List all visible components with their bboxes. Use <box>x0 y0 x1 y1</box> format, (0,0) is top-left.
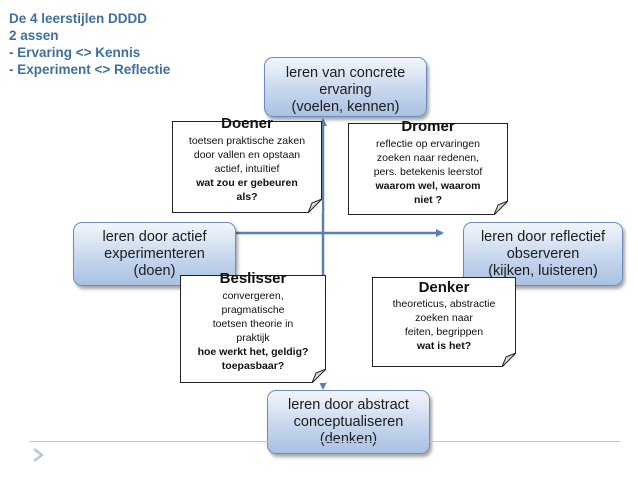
pole-text: (kijken, luisteren) <box>488 263 598 279</box>
title-line: - Experiment <> Reflectie <box>9 62 171 77</box>
footer-arrow-icon[interactable] <box>32 448 44 462</box>
note-heading: Doener <box>221 115 273 132</box>
pole-text: (denken) <box>319 431 378 447</box>
note-line: toetsen praktische zaken <box>188 135 306 147</box>
pole-text: leren door abstract <box>288 397 409 413</box>
pole-text: leren door actief <box>102 229 207 245</box>
title-line: - Ervaring <> Kennis <box>9 45 141 60</box>
note-line: toetsen theorie in <box>212 318 294 330</box>
pole-text: leren van concrete <box>285 65 406 81</box>
note-heading: Denker <box>418 279 470 296</box>
note-denker: Denker theoreticus, abstractie zoeken na… <box>372 277 516 367</box>
note-bold-line: toepasbaar? <box>221 360 285 372</box>
note-line: zoeken naar redenen, <box>376 152 480 164</box>
note-bold-line: niet ? <box>414 194 442 206</box>
note-line: feiten, begrippen <box>404 326 484 338</box>
note-line: actief, intuïtief <box>214 163 280 175</box>
note-doener: Doener toetsen praktische zaken door val… <box>172 116 322 213</box>
pole-text: (voelen, kennen) <box>291 99 400 115</box>
note-beslisser: Beslisser convergeren, pragmatische toet… <box>180 271 326 383</box>
pole-text: leren door reflectief <box>480 229 606 245</box>
note-bold-line: hoe werkt het, geldig? <box>197 346 309 358</box>
title-line: 2 assen <box>9 28 59 43</box>
footer-divider <box>30 441 620 442</box>
note-bold-line: waarom wel, waarom <box>375 180 481 192</box>
pole-right: leren door reflectief observeren (kijken… <box>463 222 623 286</box>
pole-top: leren van concrete ervaring (voelen, ken… <box>264 57 427 117</box>
pole-bottom: leren door abstract conceptualiseren (de… <box>267 390 430 454</box>
note-bold-line: wat is het? <box>416 340 472 352</box>
slide-title: De 4 leerstijlen DDDD 2 assen - Ervaring… <box>9 10 249 78</box>
page-curl-icon <box>308 199 322 213</box>
pole-text: observeren <box>506 246 580 262</box>
note-line: pragmatische <box>221 304 285 316</box>
note-line: convergeren, <box>222 290 284 302</box>
note-dromer: Dromer reflectie op ervaringen zoeken na… <box>348 119 508 215</box>
title-line: De 4 leerstijlen DDDD <box>9 11 148 26</box>
note-line: door vallen en opstaan <box>193 149 301 161</box>
page-curl-icon <box>502 353 516 367</box>
note-heading: Beslisser <box>219 270 287 287</box>
pole-text: (doen) <box>133 263 176 279</box>
pole-text: experimenteren <box>104 246 205 262</box>
note-line: theoreticus, abstractie <box>392 298 496 310</box>
page-curl-icon <box>494 201 508 215</box>
note-line: pers. betekenis leerstof <box>373 166 483 178</box>
pole-text: conceptualiseren <box>293 414 404 430</box>
pole-text: ervaring <box>319 82 372 98</box>
note-bold-line: als? <box>236 191 258 203</box>
note-line: praktijk <box>236 332 270 344</box>
page-curl-icon <box>312 369 326 383</box>
note-bold-line: wat zou er gebeuren <box>196 177 298 189</box>
note-heading: Dromer <box>401 118 455 135</box>
note-line: reflectie op ervaringen <box>376 138 480 150</box>
note-line: zoeken naar <box>415 312 473 324</box>
